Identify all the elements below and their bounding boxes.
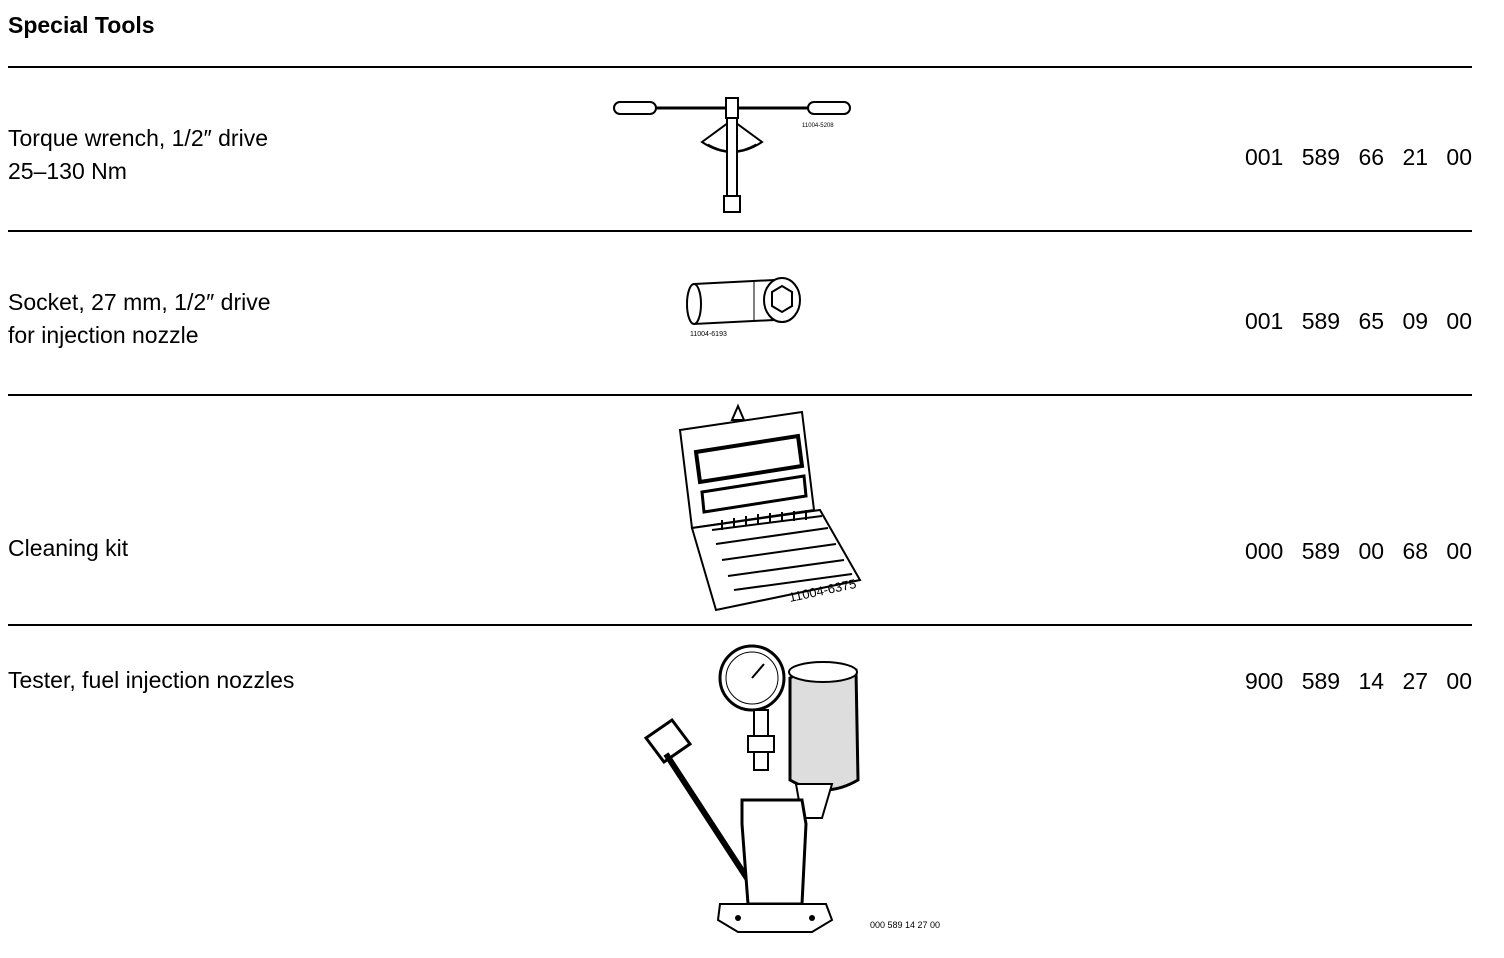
cleaning-kit-icon: 11004-6375 [678,403,862,612]
tool-description: Torque wrench, 1/2″ drive 25–130 Nm [8,122,268,188]
nozzle-tester-icon: 000 589 14 27 00 [643,644,940,933]
tool-name: Tester, fuel injection nozzles [8,667,295,693]
tool-name: Socket, 27 mm, 1/2″ drive [8,289,271,315]
socket-icon: 11004-6193 [686,277,801,338]
part-number: 900 589 14 27 00 [1244,668,1472,694]
part-number: 001 589 66 21 00 [1244,144,1472,170]
divider [8,624,1472,626]
page-title: Special Tools [8,12,155,38]
tool-spec: 25–130 Nm [8,158,127,184]
divider [8,394,1472,396]
torque-wrench-icon: 11004-5208 [613,97,851,213]
figure-label: 11004-5208 [802,123,834,129]
tool-name: Torque wrench, 1/2″ drive [8,125,268,151]
divider [8,66,1472,68]
tool-name: Cleaning kit [8,535,129,561]
figure-label: 11004-6193 [690,331,727,338]
tool-description: Socket, 27 mm, 1/2″ drive for injection … [8,286,271,352]
figure-label: 000 589 14 27 00 [870,920,940,930]
part-number: 001 589 65 09 00 [1244,308,1472,334]
tool-spec: for injection nozzle [8,322,199,348]
tool-description: Cleaning kit [8,532,128,565]
divider [8,230,1472,232]
tool-description: Tester, fuel injection nozzles [8,664,294,697]
part-number: 000 589 00 68 00 [1244,538,1472,564]
